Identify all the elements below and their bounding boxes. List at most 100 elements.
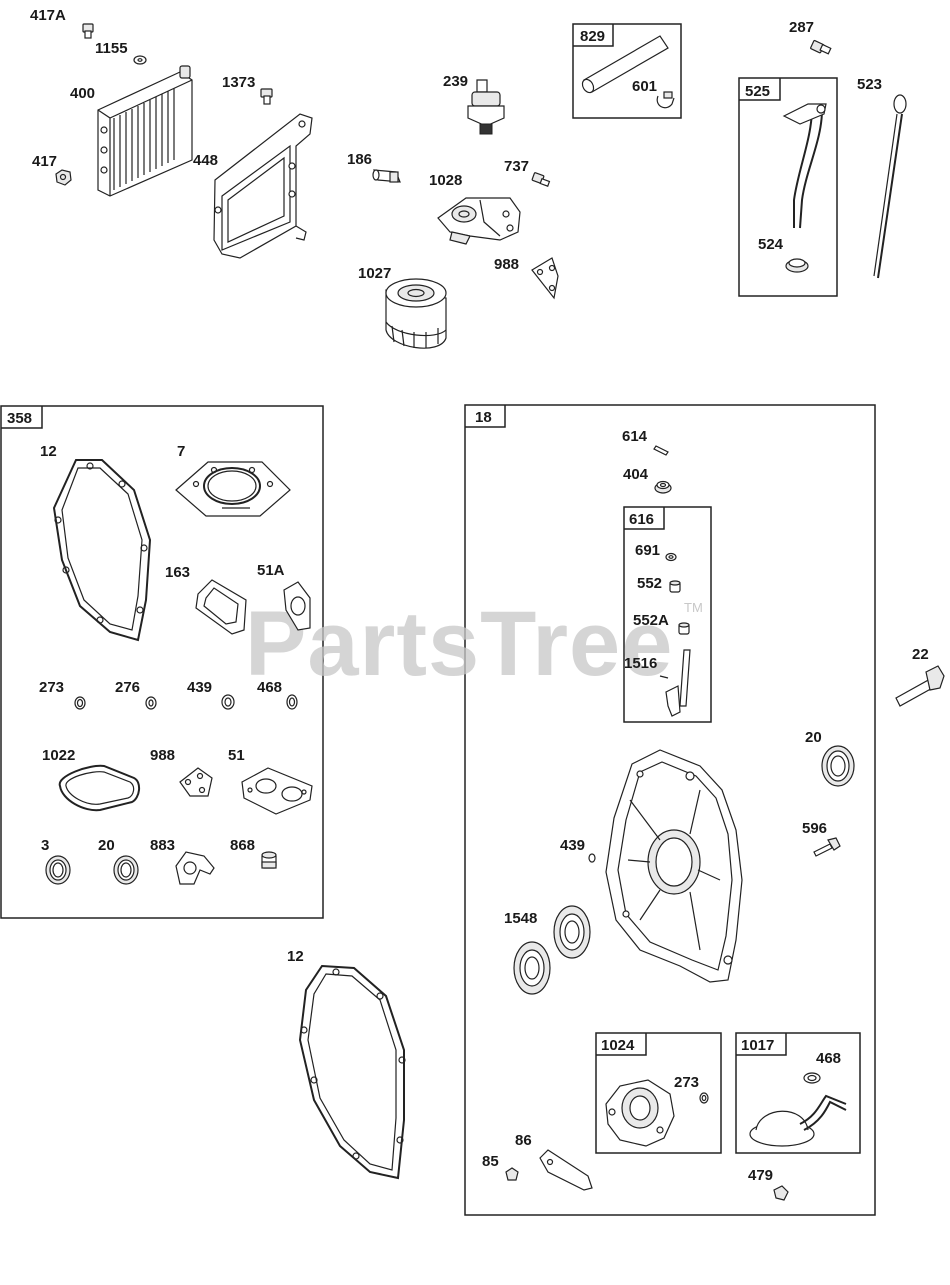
part-186-fitting-icon[interactable] bbox=[372, 169, 401, 183]
label-20[interactable]: 20 bbox=[805, 729, 822, 746]
label-20-kit[interactable]: 20 bbox=[98, 837, 115, 854]
part-523-dipstick-icon[interactable] bbox=[873, 94, 907, 279]
part-988-gasket-icon[interactable] bbox=[531, 257, 559, 300]
label-1373[interactable]: 1373 bbox=[222, 74, 255, 91]
crankcase-cover-icon[interactable] bbox=[605, 749, 743, 983]
part-468-oring-in-kit-18-icon[interactable] bbox=[803, 1072, 821, 1084]
part-273-oring-in-kit-18-icon[interactable] bbox=[699, 1092, 709, 1104]
label-273[interactable]: 273 bbox=[39, 679, 64, 696]
label-448[interactable]: 448 bbox=[193, 152, 218, 169]
part-86-baffle-icon[interactable] bbox=[539, 1149, 593, 1191]
label-85[interactable]: 85 bbox=[482, 1153, 499, 1170]
part-468-oring-icon[interactable] bbox=[286, 694, 298, 710]
label-691[interactable]: 691 bbox=[635, 542, 660, 559]
kit-829-box[interactable]: 829 bbox=[572, 23, 682, 119]
label-186[interactable]: 186 bbox=[347, 151, 372, 168]
label-3[interactable]: 3 bbox=[41, 837, 49, 854]
part-51-gasket-icon[interactable] bbox=[241, 767, 313, 815]
part-273-oring-icon[interactable] bbox=[74, 696, 86, 710]
label-468[interactable]: 468 bbox=[257, 679, 282, 696]
label-404[interactable]: 404 bbox=[623, 466, 649, 483]
label-1548[interactable]: 1548 bbox=[504, 910, 537, 927]
label-468-kit-18[interactable]: 468 bbox=[816, 1050, 841, 1067]
part-85-screw-icon[interactable] bbox=[505, 1167, 519, 1181]
part-239-pressure-switch-icon[interactable] bbox=[467, 79, 505, 135]
label-239[interactable]: 239 bbox=[443, 73, 468, 90]
part-7-head-gasket-icon[interactable] bbox=[175, 461, 291, 517]
part-276-oring-icon[interactable] bbox=[145, 696, 157, 710]
part-525-dipstick-tube-icon[interactable] bbox=[782, 103, 827, 229]
part-22-bolt-icon[interactable] bbox=[895, 665, 945, 707]
part-1155-washer-icon[interactable] bbox=[133, 55, 147, 65]
part-417-nut-icon[interactable] bbox=[55, 169, 72, 186]
label-273-kit-18[interactable]: 273 bbox=[674, 1074, 699, 1091]
kit-358-box[interactable]: 358 bbox=[0, 405, 324, 919]
part-691-washer-icon[interactable] bbox=[665, 552, 677, 562]
label-988-top[interactable]: 988 bbox=[494, 256, 519, 273]
part-51A-gasket-icon[interactable] bbox=[283, 581, 311, 631]
part-12-gasket-in-kit-icon[interactable] bbox=[52, 459, 152, 642]
part-1373-bolt-icon[interactable] bbox=[260, 88, 273, 105]
kit-616-box[interactable]: 616 bbox=[623, 506, 712, 723]
label-417A[interactable]: 417A bbox=[30, 7, 66, 24]
part-417A-bolt-icon[interactable] bbox=[82, 23, 94, 39]
part-988-gasket-in-kit-icon[interactable] bbox=[179, 767, 213, 797]
part-287-bolt-icon[interactable] bbox=[810, 39, 832, 55]
part-439-oring-in-kit-18-icon[interactable] bbox=[588, 853, 596, 863]
part-829-tube-icon[interactable] bbox=[580, 35, 669, 95]
label-163[interactable]: 163 bbox=[165, 564, 190, 581]
part-404-bushing-icon[interactable] bbox=[654, 480, 672, 494]
part-12-gasket-icon[interactable] bbox=[298, 964, 406, 1180]
part-20-seal-in-kit-18-icon[interactable] bbox=[821, 745, 855, 787]
label-400[interactable]: 400 bbox=[70, 85, 95, 102]
part-596-bolt-icon[interactable] bbox=[813, 837, 841, 857]
part-614-pin-icon[interactable] bbox=[653, 445, 669, 456]
label-1028[interactable]: 1028 bbox=[429, 172, 462, 189]
label-1022[interactable]: 1022 bbox=[42, 747, 75, 764]
part-1516-governor-shaft-icon[interactable] bbox=[659, 649, 691, 717]
label-596[interactable]: 596 bbox=[802, 820, 827, 837]
label-12[interactable]: 12 bbox=[287, 948, 304, 965]
part-479-screw-icon[interactable] bbox=[773, 1185, 789, 1201]
part-1548-bearing-icon[interactable] bbox=[513, 905, 591, 995]
kit-525-box[interactable]: 525 bbox=[738, 77, 838, 297]
part-20-seal-icon[interactable] bbox=[113, 855, 139, 885]
label-276[interactable]: 276 bbox=[115, 679, 140, 696]
label-7[interactable]: 7 bbox=[177, 443, 185, 460]
label-988-kit[interactable]: 988 bbox=[150, 747, 175, 764]
label-439-kit-18[interactable]: 439 bbox=[560, 837, 585, 854]
part-1024-oil-pump-icon[interactable] bbox=[605, 1079, 675, 1147]
label-22[interactable]: 22 bbox=[912, 646, 929, 663]
label-524[interactable]: 524 bbox=[758, 236, 784, 253]
kit-1017-box[interactable]: 1017 bbox=[735, 1032, 861, 1154]
label-737[interactable]: 737 bbox=[504, 158, 529, 175]
part-1027-oil-filter-icon[interactable] bbox=[385, 278, 447, 349]
label-523[interactable]: 523 bbox=[857, 76, 882, 93]
kit-1024-box[interactable]: 1024 bbox=[595, 1032, 722, 1154]
part-163-gasket-icon[interactable] bbox=[195, 579, 247, 635]
part-601-clamp-icon[interactable] bbox=[656, 91, 675, 109]
label-439[interactable]: 439 bbox=[187, 679, 212, 696]
part-3-seal-icon[interactable] bbox=[45, 855, 71, 885]
part-439-oring-icon[interactable] bbox=[221, 694, 235, 710]
part-737-bolt-icon[interactable] bbox=[531, 172, 551, 187]
label-287[interactable]: 287 bbox=[789, 19, 814, 36]
label-1516[interactable]: 1516 bbox=[624, 655, 657, 672]
part-1028-filter-adapter-icon[interactable] bbox=[437, 197, 521, 245]
label-552A[interactable]: 552A bbox=[633, 612, 669, 629]
label-883[interactable]: 883 bbox=[150, 837, 175, 854]
label-552[interactable]: 552 bbox=[637, 575, 662, 592]
part-448-bracket-icon[interactable] bbox=[213, 113, 313, 259]
part-883-gasket-icon[interactable] bbox=[175, 851, 215, 885]
label-1027[interactable]: 1027 bbox=[358, 265, 391, 282]
kit-18-box[interactable]: 18 bbox=[464, 404, 876, 1216]
label-51A[interactable]: 51A bbox=[257, 562, 285, 579]
part-868-stem-seal-icon[interactable] bbox=[261, 851, 277, 869]
label-479[interactable]: 479 bbox=[748, 1167, 773, 1184]
part-552-spacer-icon[interactable] bbox=[669, 580, 681, 593]
label-12-kit[interactable]: 12 bbox=[40, 443, 57, 460]
label-601[interactable]: 601 bbox=[632, 78, 657, 95]
label-51[interactable]: 51 bbox=[228, 747, 245, 764]
label-86[interactable]: 86 bbox=[515, 1132, 532, 1149]
label-868[interactable]: 868 bbox=[230, 837, 255, 854]
